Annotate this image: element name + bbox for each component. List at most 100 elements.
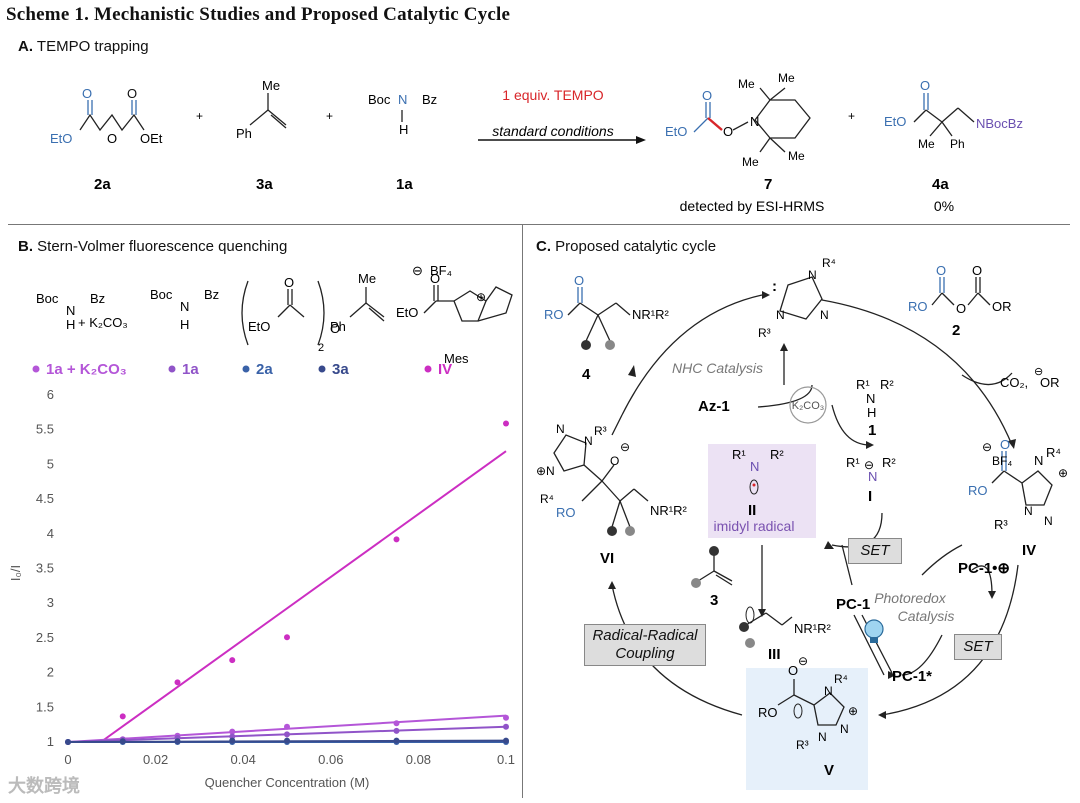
- x-tick-label: 0.06: [318, 752, 343, 767]
- IV-o: O: [1000, 437, 1010, 452]
- label-3a: 3a: [256, 176, 273, 193]
- plus-3: +: [848, 109, 855, 123]
- b-k2co3: + K₂CO₃: [78, 315, 128, 330]
- V-n2: N: [840, 722, 849, 736]
- 2a-oet: OEt: [140, 131, 163, 146]
- radical-coupling-box: Radical-Radical Coupling: [584, 624, 706, 666]
- catalysis: Catalysis: [898, 608, 955, 624]
- legend-label: 3a: [332, 361, 349, 378]
- V-r4: R⁴: [834, 672, 848, 686]
- 2a-o3: O: [107, 131, 117, 146]
- or-text: OR: [1040, 375, 1060, 390]
- VI-nr1r2: NR¹R²: [650, 503, 687, 518]
- pc1: PC-1: [836, 596, 870, 613]
- 7-o-carbonyl: O: [702, 88, 712, 103]
- b-1ak-n: N: [66, 303, 75, 318]
- legend-label: 2a: [256, 361, 273, 378]
- y-tick-label: 3: [47, 595, 54, 610]
- 4-gray-sphere: [605, 340, 615, 350]
- label-VI: VI: [600, 550, 614, 567]
- label-I: I: [868, 488, 872, 505]
- data-point: [284, 724, 290, 730]
- 1-n: N: [866, 391, 875, 406]
- set-box-1: SET: [848, 538, 902, 564]
- data-point: [394, 720, 400, 726]
- plus-2: +: [326, 109, 333, 123]
- imidyl-radical: imidyl radical: [714, 518, 795, 534]
- data-point: [120, 738, 126, 744]
- nhc-r3: R³: [758, 326, 771, 340]
- y-tick-label: 4.5: [36, 491, 54, 506]
- b-1ak-h: H: [66, 317, 75, 332]
- panel-b-label: B.: [18, 238, 33, 255]
- 4a-ph: Ph: [950, 137, 965, 151]
- b-iv-eto: EtO: [396, 305, 418, 320]
- y-tick-label: 5: [47, 456, 54, 471]
- b-iv-o: O: [430, 271, 440, 286]
- 3a-ph: Ph: [236, 126, 252, 141]
- y-tick-label: 3.5: [36, 561, 54, 576]
- 4-o: O: [574, 273, 584, 288]
- 1-r1: R¹: [856, 377, 870, 392]
- IV-n2: N: [1044, 514, 1053, 528]
- b-2a-sub: 2: [318, 342, 324, 354]
- b-iv-minus: ⊖: [412, 263, 423, 278]
- label-2: 2: [952, 322, 960, 339]
- VI-black-sphere: [607, 526, 617, 536]
- 7-eto: EtO: [665, 124, 687, 139]
- legend-dot: [33, 366, 40, 373]
- data-point: [229, 738, 235, 744]
- 2-o3: O: [956, 301, 966, 316]
- plus-1: +: [196, 109, 203, 123]
- 7-me4: Me: [788, 149, 805, 163]
- VI-plus: ⊕: [536, 464, 546, 478]
- lightbulb-icon: [865, 620, 883, 643]
- data-point: [503, 738, 509, 744]
- V-r3: R³: [796, 738, 809, 752]
- IV-ro: RO: [968, 483, 988, 498]
- II-n: N: [750, 459, 759, 474]
- 4-black-sphere: [581, 340, 591, 350]
- 1a-h: H: [399, 122, 408, 137]
- label-4: 4: [582, 366, 591, 383]
- y-tick-label: 4: [47, 526, 54, 541]
- b-3a-me: Me: [358, 271, 376, 286]
- II-r1: R¹: [732, 447, 746, 462]
- V-n4: N: [824, 684, 833, 698]
- b-1a-n: N: [180, 299, 189, 314]
- V-ro: RO: [758, 705, 778, 720]
- divider-horizontal: [8, 224, 1070, 225]
- 7-me1: Me: [738, 77, 755, 91]
- legend-label: IV: [438, 361, 452, 378]
- nhc-n2: N: [820, 308, 829, 322]
- watermark: 大数跨境: [8, 772, 80, 798]
- b-1a-boc: Boc: [150, 287, 173, 302]
- 1a-n: N: [398, 92, 407, 107]
- legend-dot: [319, 366, 326, 373]
- label-1: 1: [868, 422, 876, 439]
- data-point: [284, 731, 290, 737]
- tempo-reagent: 1 equiv. TEMPO: [502, 87, 604, 103]
- panel-a-header: A. TEMPO trapping: [18, 38, 149, 55]
- k2co3: K₂CO₃: [792, 400, 825, 412]
- set-box-2: SET: [954, 634, 1002, 660]
- IV-r4: R⁴: [1046, 445, 1061, 460]
- pc1-star: PC-1*: [892, 668, 932, 685]
- esi-hrms-note: detected by ESI-HRMS: [680, 198, 825, 214]
- VI-gray-sphere: [625, 526, 635, 536]
- radical-coupling-line1: Radical-Radical: [592, 627, 697, 645]
- b-1ak-boc: Boc: [36, 291, 59, 306]
- legend-dot: [243, 366, 250, 373]
- data-point: [65, 739, 71, 745]
- I-n: N: [868, 469, 877, 484]
- nhc-catalysis: NHC Catalysis: [672, 360, 763, 376]
- data-point: [284, 738, 290, 744]
- 7-me2: Me: [778, 71, 795, 85]
- 7-me3: Me: [742, 155, 759, 169]
- x-tick-label: 0.1: [497, 752, 515, 767]
- co2-text: CO₂,: [1000, 375, 1028, 390]
- x-tick-label: 0.02: [143, 752, 168, 767]
- 1a-bz: Bz: [422, 92, 437, 107]
